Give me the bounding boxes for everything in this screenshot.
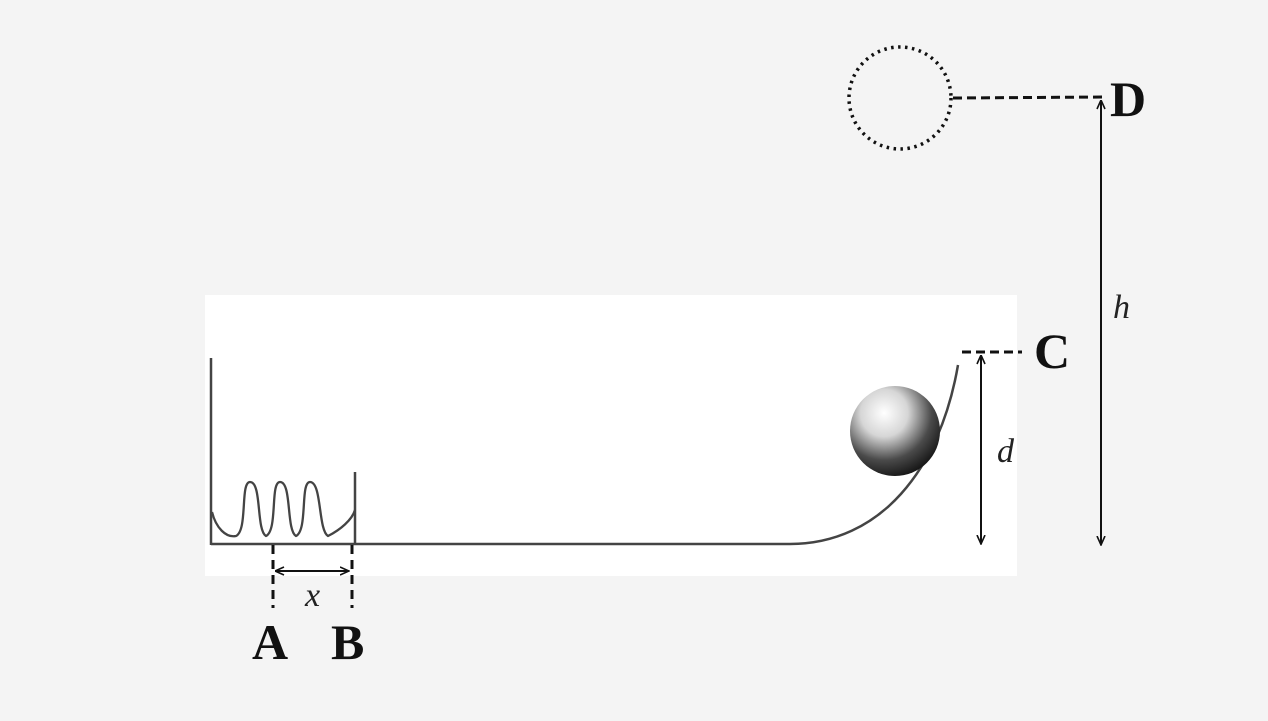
ball-at-d — [847, 45, 953, 151]
point-d-label: D — [1110, 71, 1146, 127]
point-d-guide — [952, 95, 1105, 100]
track — [211, 364, 960, 546]
point-b-label: B — [331, 614, 364, 670]
x-label: x — [304, 577, 320, 614]
d-label: d — [997, 433, 1015, 470]
h-label: h — [1113, 289, 1130, 326]
point-c-label: C — [1034, 323, 1070, 379]
point-a-label: A — [252, 614, 288, 670]
spring — [210, 480, 357, 538]
ball — [850, 386, 940, 476]
